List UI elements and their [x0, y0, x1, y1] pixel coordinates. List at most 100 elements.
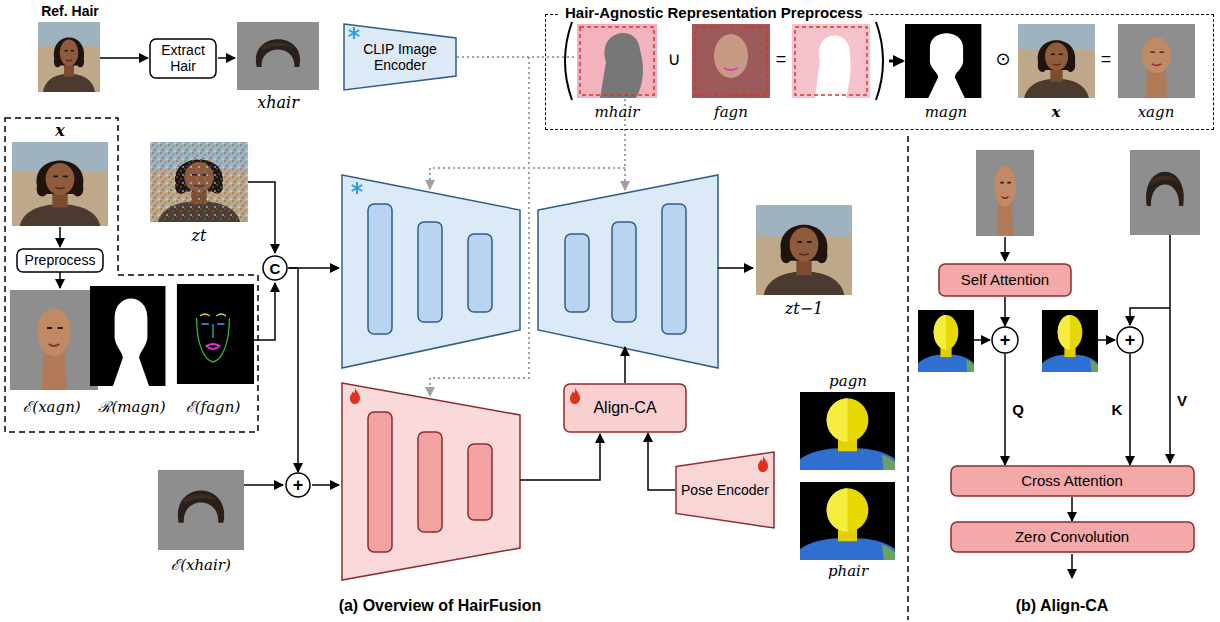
- node-label: +: [1125, 331, 1136, 349]
- art-rect: [468, 444, 492, 520]
- art-path: [248, 182, 275, 253]
- add-circle: +: [1116, 326, 1144, 354]
- trainable-icon: [570, 388, 580, 404]
- art-rect: [565, 234, 589, 312]
- node-label: Pose Encoder: [681, 482, 769, 498]
- art-use: [90, 286, 172, 386]
- art-path: [876, 22, 883, 100]
- art-g: [368, 412, 492, 552]
- circle-outline: [263, 256, 287, 280]
- math-label: magn: [925, 103, 967, 121]
- art-path: [5, 118, 258, 432]
- art-path: [254, 283, 275, 340]
- art-rect: [580, 27, 654, 95]
- art-use: [918, 310, 974, 372]
- connector: [648, 433, 675, 490]
- convolution-box: Zero Convolution: [950, 521, 1195, 553]
- node-label: Zero Convolution: [1015, 528, 1129, 545]
- node-label: C: [270, 261, 281, 276]
- art-use: [1118, 24, 1195, 98]
- circle-outline: [992, 327, 1018, 353]
- node-label: Cross Attention: [1021, 472, 1123, 489]
- art-line: [1004, 237, 1006, 261]
- art-path: [724, 68, 738, 70]
- art-path: [352, 182, 362, 194]
- module-box: Align-CA: [563, 383, 687, 433]
- art-use: [905, 24, 988, 98]
- math-label: fagn: [714, 103, 748, 121]
- art-rect: [612, 222, 636, 322]
- connector: [1004, 297, 1006, 326]
- connector: [288, 268, 298, 472]
- art-line: [59, 272, 61, 288]
- text-label: (b) Align-CA: [1016, 596, 1109, 615]
- concat-circle: C: [262, 255, 288, 281]
- process-box: Preprocess: [16, 248, 104, 273]
- art-path: [350, 388, 360, 404]
- art-line: [59, 227, 61, 247]
- art-line: [1098, 339, 1115, 341]
- art-use: [756, 205, 852, 295]
- art-line: [244, 484, 283, 486]
- art-rect: [662, 204, 686, 334]
- art-rect: [795, 27, 867, 95]
- attention-box: Self Attention: [938, 263, 1072, 297]
- text-label: =: [1101, 49, 1112, 71]
- art-line: [1169, 235, 1171, 463]
- art-rect: [368, 412, 392, 552]
- art-line: [889, 60, 903, 63]
- art-rect: [418, 432, 442, 532]
- math-label: phair: [828, 562, 868, 580]
- art-line: [1071, 554, 1073, 578]
- art-polygon: [342, 383, 520, 580]
- art-use: [38, 22, 100, 92]
- text-label: V: [1177, 392, 1187, 410]
- node-label: CLIP Image Encoder: [359, 41, 441, 73]
- add-circle: +: [285, 472, 311, 498]
- edge-label: Q: [1010, 401, 1026, 419]
- box-outline: [951, 466, 1194, 496]
- panel-heading: Hair-Agnostic Representation Preprocess: [560, 4, 868, 21]
- math-label: x: [1052, 103, 1061, 121]
- art-use: [150, 142, 248, 222]
- art-use: [172, 284, 254, 384]
- attention-box: Cross Attention: [950, 465, 1195, 497]
- art-rect: [692, 24, 770, 98]
- connector: [1071, 497, 1073, 521]
- node-label: Self Attention: [961, 271, 1049, 288]
- art-rect: [150, 142, 248, 222]
- art-path: [815, 35, 851, 98]
- art-g: [368, 204, 686, 334]
- art-line: [624, 347, 626, 383]
- math-label: ℰ(xagn): [23, 398, 80, 416]
- add-circle: +: [991, 326, 1019, 354]
- art-use: [800, 482, 895, 560]
- node-label: +: [293, 476, 304, 494]
- art-line: [718, 267, 753, 269]
- art-path: [565, 22, 572, 100]
- box-outline: [150, 39, 216, 78]
- art-path: [430, 168, 625, 189]
- art-path: [600, 33, 643, 98]
- process-box: Extract Hair: [149, 38, 217, 79]
- box-outline: [564, 384, 686, 432]
- math-label: ℛ(magn): [98, 398, 165, 416]
- connector: [1004, 354, 1006, 465]
- art-line: [312, 484, 339, 486]
- math-label: xhair: [257, 93, 299, 112]
- art-use: [158, 470, 244, 550]
- art-use: [800, 392, 895, 470]
- math-label: zt: [192, 226, 207, 245]
- art-ellipse: [714, 34, 748, 78]
- circle-outline: [286, 473, 310, 497]
- art-rect: [695, 27, 767, 95]
- math-label: x: [55, 121, 65, 140]
- art-use: [12, 142, 108, 226]
- art-rect: [792, 24, 870, 98]
- text-label: ∪: [667, 49, 680, 71]
- art-use: [1130, 150, 1200, 235]
- art-rect: [468, 234, 492, 312]
- art-polygon: [538, 175, 718, 368]
- encoder-trapezoid: CLIP Image Encoder: [343, 23, 457, 91]
